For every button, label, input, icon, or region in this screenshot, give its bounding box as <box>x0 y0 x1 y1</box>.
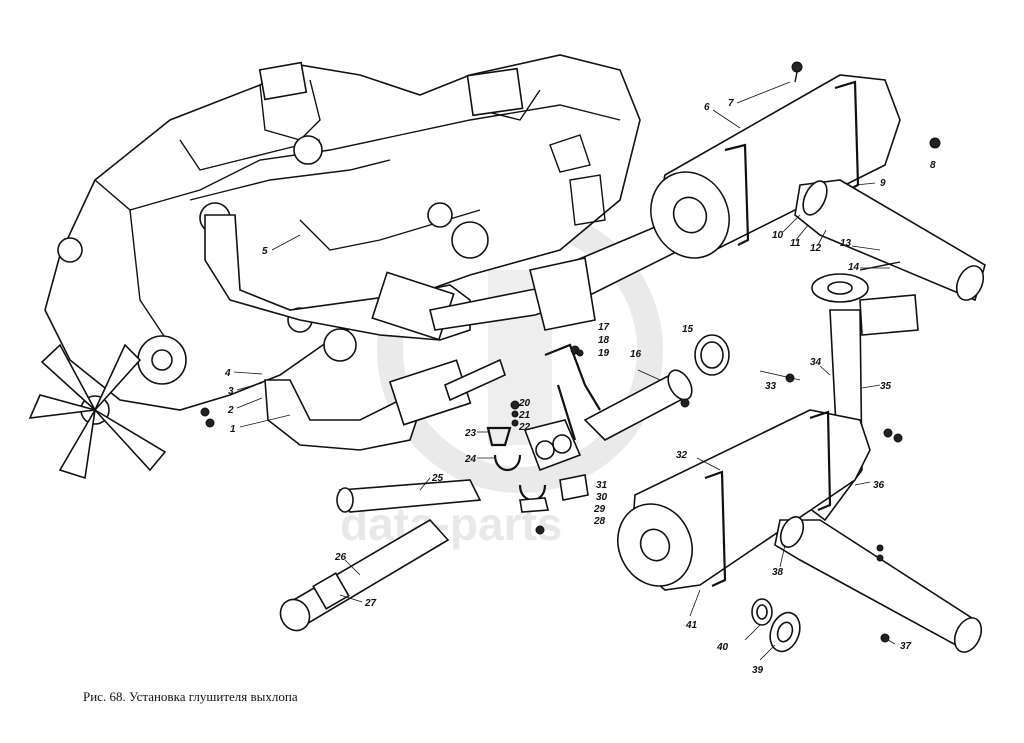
callout-22: 22 <box>518 422 531 433</box>
exploded-small-parts <box>200 61 941 653</box>
callout-39: 39 <box>752 665 764 676</box>
leader-lines <box>233 81 896 661</box>
callout-36: 36 <box>873 480 885 491</box>
intake-pipe-upper <box>529 224 682 331</box>
figure-caption: Рис. 68. Установка глушителя выхлопа <box>83 689 298 704</box>
callout-34: 34 <box>810 357 822 368</box>
callout-3: 3 <box>228 386 234 397</box>
callout-5: 5 <box>262 246 268 257</box>
callout-2: 2 <box>227 405 234 416</box>
callout-17: 17 <box>598 322 610 333</box>
lower-tailpipe <box>774 516 983 653</box>
callout-10: 10 <box>772 230 784 241</box>
callout-labels: 1 2 3 4 5 6 7 8 9 10 11 12 13 14 15 16 1… <box>224 98 936 676</box>
callout-6: 6 <box>704 102 710 113</box>
callout-1: 1 <box>230 424 236 435</box>
callout-8: 8 <box>930 160 936 171</box>
upper-tailpipe <box>794 179 986 302</box>
callout-40: 40 <box>716 642 729 653</box>
callout-32: 32 <box>676 450 688 461</box>
upper-muffler <box>650 74 901 259</box>
callout-37: 37 <box>900 641 912 652</box>
callout-30: 30 <box>596 492 608 503</box>
callout-33: 33 <box>765 381 777 392</box>
callout-31: 31 <box>596 480 608 491</box>
callout-29: 29 <box>593 504 606 515</box>
callout-28: 28 <box>593 516 606 527</box>
callout-11: 11 <box>790 238 801 249</box>
callout-7: 7 <box>728 98 734 109</box>
callout-12: 12 <box>810 243 822 254</box>
callout-26: 26 <box>334 552 347 563</box>
callout-35: 35 <box>880 381 892 392</box>
callout-14: 14 <box>848 262 860 273</box>
callout-9: 9 <box>880 178 886 189</box>
callout-24: 24 <box>464 454 477 465</box>
callout-38: 38 <box>772 567 784 578</box>
callout-18: 18 <box>598 335 610 346</box>
callout-21: 21 <box>518 410 531 421</box>
callout-16: 16 <box>630 349 642 360</box>
callout-15: 15 <box>682 324 694 335</box>
callout-19: 19 <box>598 348 610 359</box>
callout-25: 25 <box>431 473 444 484</box>
lower-muffler <box>617 409 871 591</box>
exhaust-pipes <box>204 214 566 451</box>
callout-41: 41 <box>685 620 698 631</box>
engine-fan <box>28 343 167 480</box>
callout-23: 23 <box>464 428 477 439</box>
callout-13: 13 <box>840 238 852 249</box>
callout-20: 20 <box>518 398 531 409</box>
callout-4: 4 <box>224 368 231 379</box>
callout-27: 27 <box>364 598 377 609</box>
